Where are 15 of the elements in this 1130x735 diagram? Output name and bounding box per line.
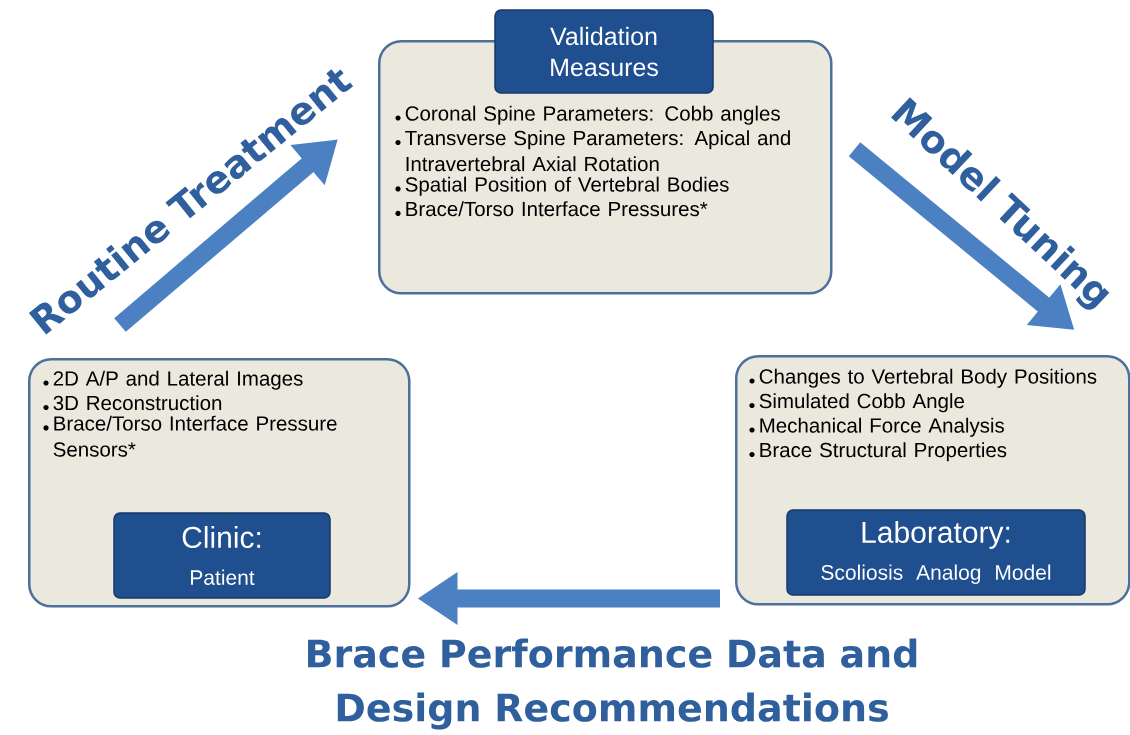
edge-label: Brace Performance Data and Design Recommendations <box>308 638 917 730</box>
title-badge: Validation Measures <box>494 9 714 94</box>
bullet-item: 2D A/P and Lateral Images <box>43 370 303 390</box>
bullet-item: Mechanical Force Analysis <box>749 417 1004 437</box>
bullet-item: Simulated Cobb Angle <box>749 393 964 413</box>
bullet-item: Brace/Torso Interface Pressure Sensors* <box>43 415 337 457</box>
title-badge: Clinic: Patient <box>113 512 331 599</box>
bullet-item: Spatial Position of Vertebral Bodies <box>395 176 729 196</box>
bullet-item: 3D Reconstruction <box>43 395 222 411</box>
bullet-item: Changes to Vertebral Body Positions <box>749 368 1097 388</box>
bullet-item: Brace Structural Properties <box>749 442 1007 462</box>
bullet-item: Transverse Spine Parameters: Apical and Intravertebral Axial Rotation <box>395 130 790 172</box>
bullet-item: Coronal Spine Parameters: Cobb angles <box>395 105 780 125</box>
title-badge: Laboratory: Scoliosis Analog Model <box>786 509 1086 596</box>
bullet-item: Brace/Torso Interface Pressures* <box>395 201 708 217</box>
